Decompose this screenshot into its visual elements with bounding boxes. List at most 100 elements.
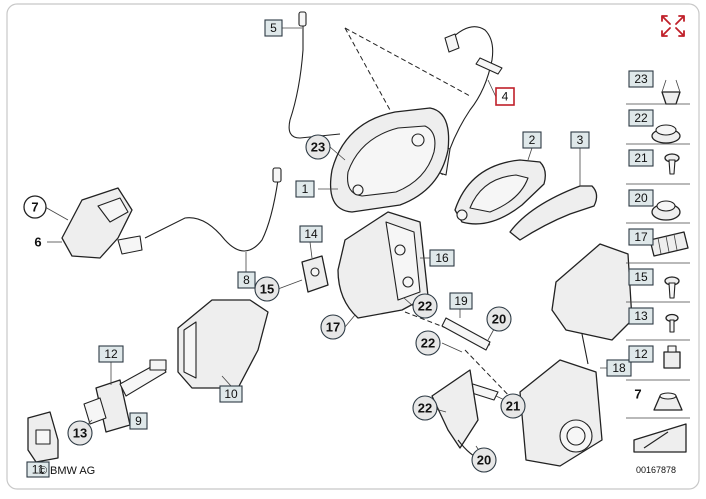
callout-6[interactable]: 6 [34,235,41,250]
callout-14[interactable]: 14 [299,225,323,243]
callout-12[interactable]: 12 [98,345,124,363]
svg-text:15: 15 [634,270,648,284]
side-label-12[interactable]: 12 [628,345,654,363]
callout-22-a[interactable]: 22 [412,293,438,319]
side-label-23[interactable]: 23 [628,70,654,88]
diagram-id: 00167878 [636,465,676,475]
side-label-20[interactable]: 20 [628,189,654,207]
callout-1[interactable]: 1 [295,180,315,198]
svg-text:21: 21 [634,151,648,165]
callout-22-b[interactable]: 22 [415,330,441,356]
callout-16[interactable]: 16 [429,249,455,267]
svg-text:7: 7 [634,387,641,402]
svg-text:1: 1 [302,182,309,196]
svg-text:22: 22 [421,336,435,351]
side-label-13[interactable]: 13 [628,307,654,325]
callout-23[interactable]: 23 [305,134,331,160]
callout-2[interactable]: 2 [522,131,542,149]
part-20-cap [651,200,681,221]
part-7-cap [653,392,683,411]
callout-20-b[interactable]: 20 [471,447,497,473]
part-2-handle-cover [454,159,546,225]
callout-13[interactable]: 13 [67,420,93,446]
side-label-21[interactable]: 21 [628,149,654,167]
side-label-7[interactable]: 7 [634,387,641,402]
part-16-17-door-lock [337,211,429,319]
svg-text:6: 6 [34,235,41,250]
svg-text:22: 22 [418,299,432,314]
callout-5[interactable]: 5 [264,19,283,37]
svg-text:15: 15 [260,282,274,297]
side-label-15[interactable]: 15 [628,268,654,286]
callout-21[interactable]: 21 [500,393,526,419]
svg-text:9: 9 [135,414,142,428]
svg-text:17: 17 [634,230,648,244]
callout-9[interactable]: 9 [129,412,148,430]
part-11-buffer [27,411,59,463]
svg-text:20: 20 [634,191,648,205]
svg-text:21: 21 [506,399,520,414]
svg-text:13: 13 [73,426,87,441]
callout-8[interactable]: 8 [237,271,256,289]
part-8-cable [144,167,282,252]
svg-text:7: 7 [31,200,38,215]
expand-arrows-icon[interactable] [661,15,685,37]
part-12-door-check [83,359,167,433]
svg-text:4: 4 [502,90,509,104]
part-21-screw [664,153,680,175]
part-5-rod [288,11,341,139]
svg-text:12: 12 [104,347,118,361]
part-14-bracket [301,255,329,293]
callout-10[interactable]: 10 [219,385,243,403]
side-label-22[interactable]: 22 [628,109,654,127]
callout-20-a[interactable]: 20 [486,306,512,332]
part-22-grommet [651,124,681,144]
svg-text:8: 8 [243,273,250,287]
svg-text:23: 23 [634,72,648,86]
side-label-17[interactable]: 17 [628,228,654,246]
part-3-door-handle [509,185,598,241]
part-6-7-control-unit [61,187,143,259]
part-13-screw [665,313,679,333]
part-19-20-21-rods [431,317,499,461]
callout-11[interactable]: 11 [26,461,50,478]
svg-text:5: 5 [270,21,277,35]
svg-text:18: 18 [612,361,626,375]
part-12-nut [663,345,681,369]
svg-text:11: 11 [32,463,45,477]
callout-19[interactable]: 19 [449,292,473,310]
callout-4[interactable]: 4 [495,87,515,106]
svg-text:22: 22 [418,401,432,416]
part-17-bellows [649,231,689,257]
side-column-dividers [626,103,690,419]
callout-18[interactable]: 18 [606,359,632,377]
part-1-handle-carrier [329,107,450,213]
svg-text:23: 23 [311,140,325,155]
callout-3[interactable]: 3 [570,131,590,149]
svg-text:3: 3 [577,133,584,147]
callout-15[interactable]: 15 [254,276,280,302]
part-15-screw [664,276,680,299]
part-23-clip [661,79,681,105]
guide-line-d [464,349,516,403]
arrow-symbol-icon [633,423,687,453]
svg-text:2: 2 [529,133,536,147]
svg-text:16: 16 [435,251,449,265]
brand-copyright: BMW AG [50,465,95,477]
callout-22-c[interactable]: 22 [412,395,438,421]
callout-17[interactable]: 17 [320,314,346,340]
svg-text:19: 19 [454,294,468,308]
svg-text:12: 12 [634,347,648,361]
part-10-sealing-cover [177,299,269,389]
svg-text:20: 20 [492,312,506,327]
diagram-frame [6,3,700,490]
part-18-lock-module [519,243,633,467]
brand-prefix: © [39,465,47,477]
svg-text:22: 22 [634,111,648,125]
svg-text:14: 14 [304,227,318,241]
svg-text:10: 10 [224,387,238,401]
callout-7[interactable]: 7 [23,195,47,219]
svg-text:13: 13 [634,309,648,323]
svg-text:17: 17 [326,320,340,335]
